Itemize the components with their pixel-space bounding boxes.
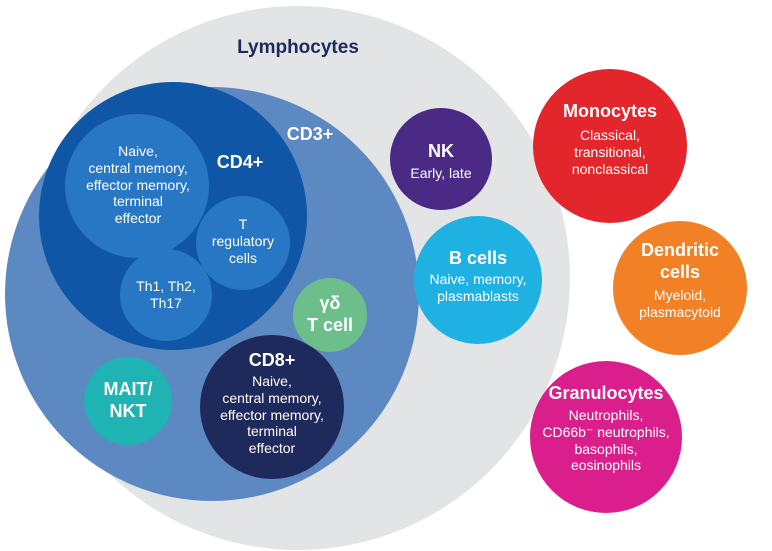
cd4-subsets-circle — [65, 114, 209, 258]
gd-label: γδ T cell — [306, 293, 354, 335]
granulocytes-label: Granulocytes — [548, 383, 664, 403]
cd4-subsets-text: Naive, central memory, effector memory, … — [86, 143, 190, 227]
bcells-subsets-text: Naive, memory, plasmablasts — [429, 271, 527, 304]
granulocytes-subsets-text: Neutrophils, CD66b⁻ neutrophils, basophi… — [542, 407, 670, 474]
treg-circle — [196, 196, 290, 290]
cd8-label: CD8+ — [248, 350, 296, 370]
monocytes-label: Monocytes — [562, 101, 658, 121]
cd3-label: CD3+ — [286, 124, 334, 144]
bcells-circle — [414, 216, 542, 344]
th-circle — [120, 249, 212, 341]
monocytes-circle — [533, 69, 687, 223]
mait-circle — [84, 357, 172, 445]
mait-label: MAIT/ NKT — [103, 379, 153, 421]
dendritic-subsets-text: Myeloid, plasmacytoid — [639, 287, 721, 320]
monocytes-subsets-text: Classical, transitional, nonclassical — [571, 127, 649, 177]
treg-text: T regulatory cells — [211, 216, 275, 266]
cd8-circle — [200, 335, 344, 479]
cd8-subsets-text: Naive, central memory, effector memory, … — [220, 373, 324, 457]
dendritic-label: Dendritic cells — [640, 240, 719, 282]
nk-label: NK — [428, 141, 454, 161]
lymphocytes-label: Lymphocytes — [237, 37, 359, 58]
nk-subsets-text: Early, late — [410, 165, 472, 181]
nk-circle — [390, 108, 492, 210]
gd-circle — [293, 278, 367, 352]
dendritic-circle — [613, 221, 747, 355]
granulocytes-circle — [530, 361, 682, 513]
th-text: Th1, Th2, Th17 — [136, 278, 196, 311]
bcells-label: B cells — [448, 248, 508, 268]
cd4-label: CD4+ — [216, 152, 264, 172]
